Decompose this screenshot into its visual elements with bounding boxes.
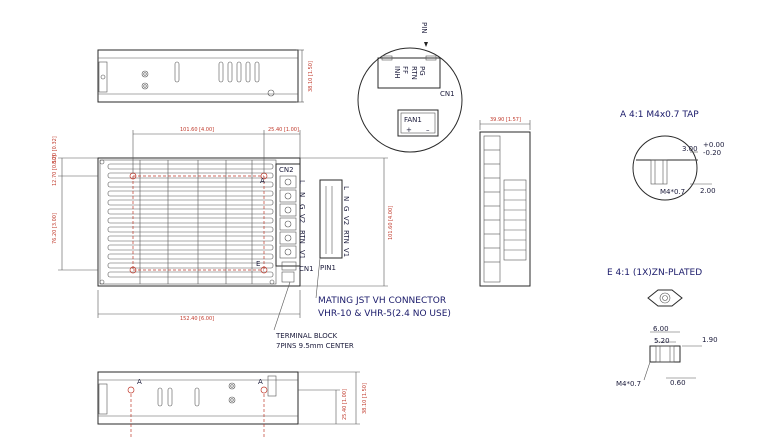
cn1-pin-inh: INH [393,66,401,79]
detail-a-tol-minus: -0.20 [703,149,721,157]
mount-hole [260,266,268,274]
term-pin-v2: V2 [298,214,306,223]
cn1-bottom-label: CN1 [299,265,314,273]
dim-top-length: 101.60 [4.00] [180,127,214,133]
detail-e-title: E 4:1 (1X)ZN-PLATED [607,268,702,278]
mating-line2: VHR-10 & VHR-5(2.4 NO USE) [318,309,451,319]
top-profile-view: 38.10 [1.50] [97,49,314,103]
conn-pin-g: G [342,206,350,211]
term-pin-g: G [298,204,306,209]
dim-top-height: 38.10 [1.50] [308,61,314,92]
detail-e-dim3: 1.90 [702,336,718,344]
mating-line1: MATING JST VH CONNECTOR [318,296,446,306]
main-plan-view: A E CN2 CN1 L N G V2 RTN V1 L N G V2 RTN… [52,127,394,331]
cn1-pin-pg: PG [418,66,426,76]
marker-a: A [260,177,265,185]
cn2-label: CN2 [279,166,294,174]
bottom-marker-a2: A [258,378,263,386]
detail-e-thread: M4*0.7 [616,380,641,388]
fan-minus: – [426,126,430,134]
dim-left-mid: 76.20 [3.00] [52,213,58,244]
dim-left-top: 12.70 [0.50] [52,155,58,186]
dim-top-edge: 25.40 [1.00] [268,127,299,133]
term-pin-rtn: RTN [298,230,306,244]
detail-e-dim1: 6.00 [653,325,669,333]
pin-arrow-icon [424,42,428,47]
pin1-label: PIN1 [320,264,336,272]
conn-pin-n: N [342,196,350,201]
dim-bottom-total: 152.40 [6.00] [180,316,214,322]
dim-side-width: 39.90 [1.57] [490,117,521,123]
detail-a-tol: 3.00 [682,145,698,153]
cn1-pin-rtn: RTN [410,66,418,80]
marker-e: E [256,260,260,268]
term-pin-n: N [298,192,306,197]
detail-a-tol-plus: +0.00 [703,141,724,149]
dim-bottom-h1: 25.40 [1.00] [342,389,348,420]
detail-e-dim4: 0.60 [670,379,686,387]
connector-detail-circle: PIN PG RTN INH FF CN1 FAN1 + – [357,22,463,153]
fan-plus: + [406,126,412,134]
output-connector [319,179,343,259]
mount-hole [129,266,137,274]
detail-a-depth: 2.00 [700,187,716,195]
terminal-line1: TERMINAL BLOCK [275,332,338,340]
conn-pin-rtn: RTN [342,230,350,244]
bottom-profile-view: A A 25.40 [1.00] 38.10 [1.50] [97,371,368,438]
term-pin-l: L [298,180,306,184]
cn1-pin-ff: FF [401,66,409,74]
detail-a-thread: M4*0.7 [660,188,685,196]
cn1-label: CN1 [440,90,455,98]
detail-a: A 4:1 M4x0.7 TAP M4*0.7 3.00 +0.00 -0.20… [620,110,724,201]
end-side-view: 39.90 [1.57] [479,117,531,287]
terminal-line2: 7PINS 9.5mm CENTER [276,342,354,350]
fan1-label: FAN1 [404,116,422,124]
conn-pin-v1: V1 [342,248,350,257]
detail-e: E 4:1 (1X)ZN-PLATED 6.00 5.20 1.90 0.60 … [607,268,718,388]
detail-e-dim2: 5.20 [654,337,670,345]
terminal-block [275,163,301,267]
conn-pin-v2: V2 [342,216,350,225]
detail-a-title: A 4:1 M4x0.7 TAP [620,110,699,120]
dim-right-total: 101.60 [4.00] [388,206,394,240]
conn-pin-l: L [342,186,350,190]
dim-left-small: 8.20 [0.32] [52,136,58,164]
pin-label: PIN [420,22,428,34]
bottom-marker-a1: A [137,378,142,386]
heatsink-fins [107,160,274,284]
dim-bottom-h2: 38.10 [1.50] [362,383,368,414]
term-pin-v1: V1 [298,250,306,259]
